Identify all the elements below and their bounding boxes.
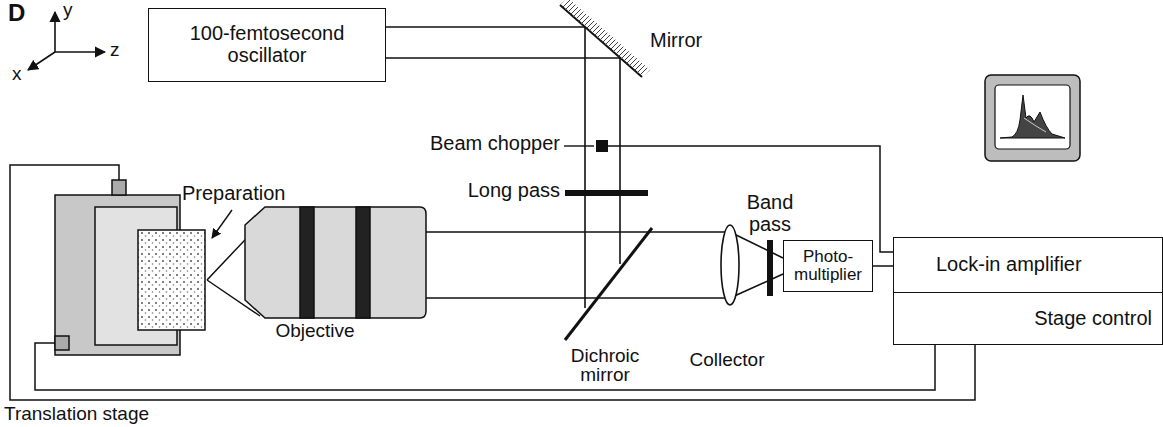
box-text: 100-femtosecond oscillator <box>157 23 377 66</box>
leader-line <box>564 145 594 146</box>
beam-chopper <box>596 140 608 152</box>
part-label: Long pass <box>420 180 560 202</box>
part-label: Mirror <box>650 30 740 52</box>
translation-stage <box>55 180 205 355</box>
amplifier-box: Lock-in amplifier <box>893 237 1163 293</box>
part-label: Preparation <box>182 183 312 205</box>
controller-box: Stage control <box>893 292 1163 345</box>
dichroic-mirror <box>565 228 652 340</box>
box-text: Photo-multiplier <box>788 248 868 285</box>
part-label: Band pass <box>735 192 805 235</box>
monitor-icon <box>985 75 1080 161</box>
box-text: Lock-in amplifier <box>936 254 1082 276</box>
signal-wire <box>873 265 893 267</box>
leader-arrow <box>212 210 232 238</box>
laser-box: 100-femtosecond oscillator <box>148 8 386 82</box>
mirror-hatch <box>560 0 650 77</box>
part-label: Objective <box>260 321 370 342</box>
beam-path <box>385 27 783 308</box>
part-label: Dichroic mirror <box>555 346 655 385</box>
band-pass-filter <box>767 240 773 296</box>
part-label: Collector <box>672 350 782 371</box>
part-label: Beam chopper <box>380 133 560 155</box>
axis-label: z <box>110 40 130 61</box>
axis-label: x <box>12 64 32 85</box>
long-pass-filter <box>565 190 648 196</box>
wires <box>10 146 975 400</box>
panel-letter: D <box>8 0 38 26</box>
box-text: Stage control <box>1034 308 1152 330</box>
collector-lens <box>721 225 739 305</box>
objective <box>207 207 426 318</box>
detector-box: Photo-multiplier <box>783 240 873 292</box>
axis-label: y <box>63 0 83 21</box>
part-label: Translation stage <box>4 404 204 425</box>
axes <box>28 12 105 70</box>
